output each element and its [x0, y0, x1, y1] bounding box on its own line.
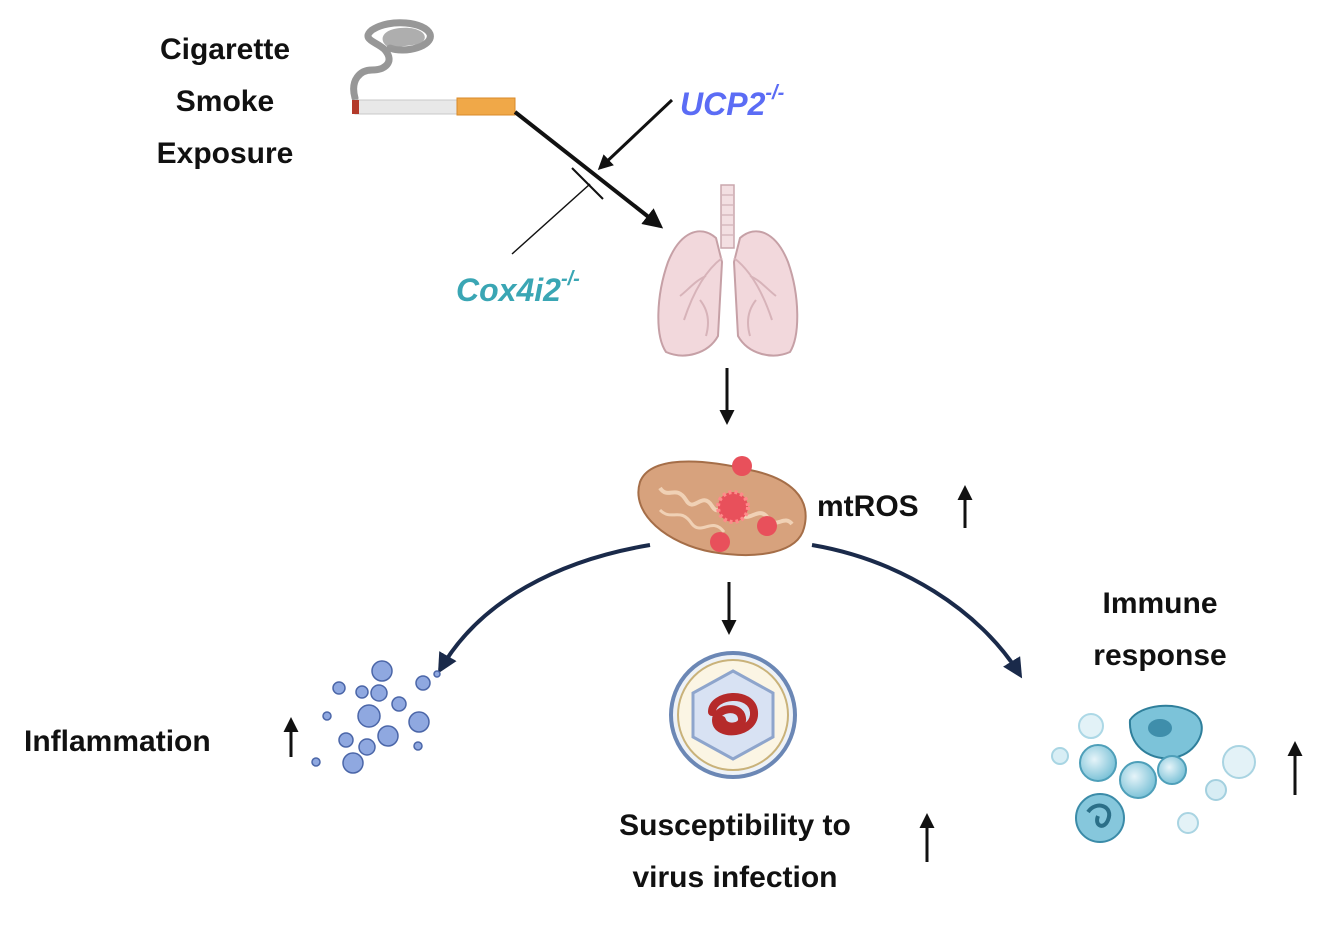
- immune-cells-icon: [1051, 704, 1256, 843]
- exposure-label: Cigarette Smoke Exposure: [140, 24, 310, 180]
- cytokine-icon: [311, 660, 441, 774]
- cox4i2-genotype: -/-: [560, 268, 580, 291]
- ucp2-genotype: -/-: [765, 82, 785, 105]
- susceptibility-line1: Susceptibility to: [619, 809, 851, 842]
- inflammation-label: Inflammation: [24, 725, 211, 758]
- ucp2-arrow: [597, 98, 674, 171]
- ucp2-gene-name: UCP2: [680, 86, 766, 122]
- cox4i2-inhibition-line: [511, 167, 604, 255]
- cigarette-icon: [350, 19, 516, 116]
- exposure-line3: Exposure: [156, 137, 294, 170]
- ucp2-gene-label: UCP2-/-: [680, 82, 784, 123]
- exposure-to-lung-arrow: [513, 110, 664, 229]
- susceptibility-label: Susceptibility to virus infection: [580, 800, 890, 904]
- virus-icon: [669, 651, 797, 779]
- immune-line2: response: [1093, 639, 1227, 672]
- exposure-line2: Smoke: [175, 85, 275, 118]
- to-inflammation-arrow: [438, 543, 651, 674]
- exposure-line1: Cigarette: [159, 33, 291, 66]
- susceptibility-line2: virus infection: [632, 861, 838, 894]
- ros-molecules: [710, 456, 777, 552]
- immune-response-label: Immune response: [1070, 578, 1250, 682]
- cox4i2-gene-name: Cox4i2: [456, 272, 561, 308]
- immune-line1: Immune: [1102, 587, 1218, 620]
- to-immune-arrow: [811, 543, 1023, 679]
- lung-icon: [657, 184, 799, 357]
- cox4i2-gene-label: Cox4i2-/-: [456, 268, 580, 309]
- mtros-label: mtROS: [817, 490, 919, 523]
